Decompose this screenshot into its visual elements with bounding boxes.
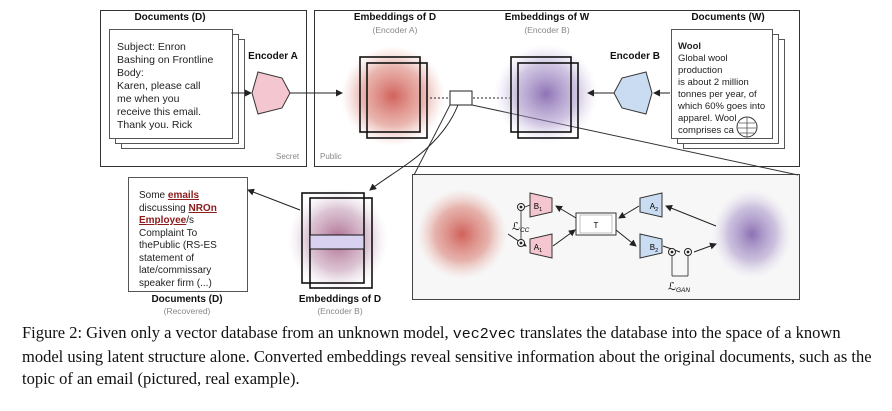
b2-label: B2 [650, 243, 658, 254]
loss-gan-label: ℒGAN [668, 281, 690, 294]
embeddings-w-title: Embeddings of W [504, 12, 590, 23]
recovered-text: Some emails discussing NROn Employee/s C… [139, 190, 217, 289]
wool-text: Wool Global wool production is about 2 m… [678, 41, 766, 136]
t-label: T [594, 221, 599, 230]
public-label: Public [320, 152, 342, 161]
zoom-line-left [413, 104, 451, 176]
email-document: Subject: Enron Bashing on Frontline Body… [109, 29, 233, 139]
embeddings-w-sub: (Encoder B) [524, 25, 570, 35]
box-emb-w-2 [517, 62, 579, 139]
diagram-shapes: B1 A1 A2 B2 T ℒCC ℒGAN [231, 44, 799, 294]
secret-label: Secret [276, 152, 300, 161]
a2-shape [639, 192, 663, 218]
b1-shape [529, 192, 553, 218]
recovered-sub: (Recovered) [163, 306, 211, 316]
loss-cc-label: ℒCC [512, 221, 530, 234]
recovered-document: Some emails discussing NROn Employee/s C… [128, 177, 248, 292]
box-emb-w-1 [510, 56, 572, 133]
highlight-row [309, 234, 365, 250]
documents-d-title: Documents (D) [134, 12, 206, 23]
email-text: Subject: Enron Bashing on Frontline Body… [117, 41, 214, 131]
encoder-a-shape [251, 71, 291, 115]
arrow-t-to-emb-recovered [369, 104, 459, 191]
inset-cloud-left [417, 189, 507, 279]
arrow-emb-to-recovered [247, 188, 301, 211]
emb-d-b-sub: (Encoder B) [317, 306, 363, 316]
embeddings-d-sub: (Encoder A) [372, 25, 418, 35]
figure-caption: Figure 2: Given only a vector database f… [22, 323, 872, 388]
encoder-b-label: Encoder B [610, 51, 661, 62]
t-box [575, 212, 617, 236]
figure: Documents (D) Subject: Enron Bashing on … [100, 10, 800, 316]
b2-shape [639, 233, 663, 259]
translator-box [449, 90, 473, 106]
inset-cloud-right [712, 189, 792, 279]
a1-shape [529, 233, 553, 259]
wool-document: Wool Global wool production is about 2 m… [671, 29, 773, 139]
box-emb-d-top-2 [366, 62, 428, 139]
encoder-a-label: Encoder A [248, 51, 298, 62]
emb-d-b-title: Embeddings of D [298, 294, 382, 305]
box-emb-d-top-1 [359, 56, 421, 133]
cloud-emb-d-top [341, 46, 445, 146]
encoder-b-shape [613, 71, 653, 115]
embeddings-d-title: Embeddings of D [353, 12, 437, 23]
a2-label: A2 [650, 202, 658, 213]
recovered-title: Documents (D) [151, 294, 223, 305]
a1-label: A1 [534, 243, 542, 254]
documents-w-title: Documents (W) [691, 12, 765, 23]
b1-label: B1 [534, 202, 542, 213]
cloud-emb-w [494, 44, 598, 144]
